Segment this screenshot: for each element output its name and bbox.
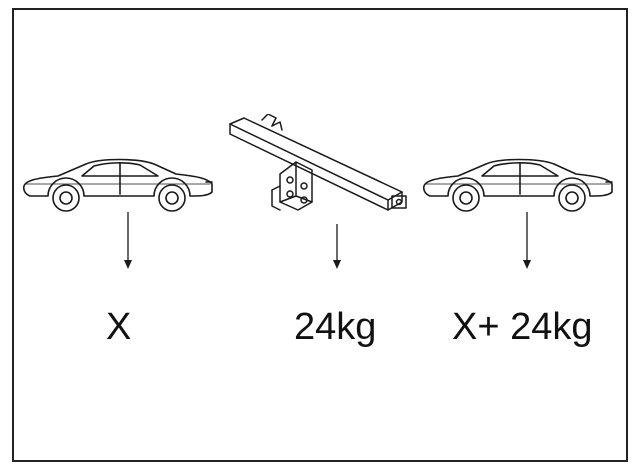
diagram-frame [12, 8, 628, 462]
arrow-down-icon [521, 212, 533, 275]
arrow-down-icon [122, 212, 134, 275]
tow-bar-icon [222, 114, 412, 218]
tow-bar-weight-label: 24kg [294, 306, 377, 348]
car-right-weight-label: X+ 24kg [452, 306, 593, 348]
car-left-icon [20, 152, 216, 214]
car-right-icon [420, 152, 616, 214]
car-left-weight-label: X [106, 306, 132, 348]
arrow-down-icon [331, 224, 343, 275]
